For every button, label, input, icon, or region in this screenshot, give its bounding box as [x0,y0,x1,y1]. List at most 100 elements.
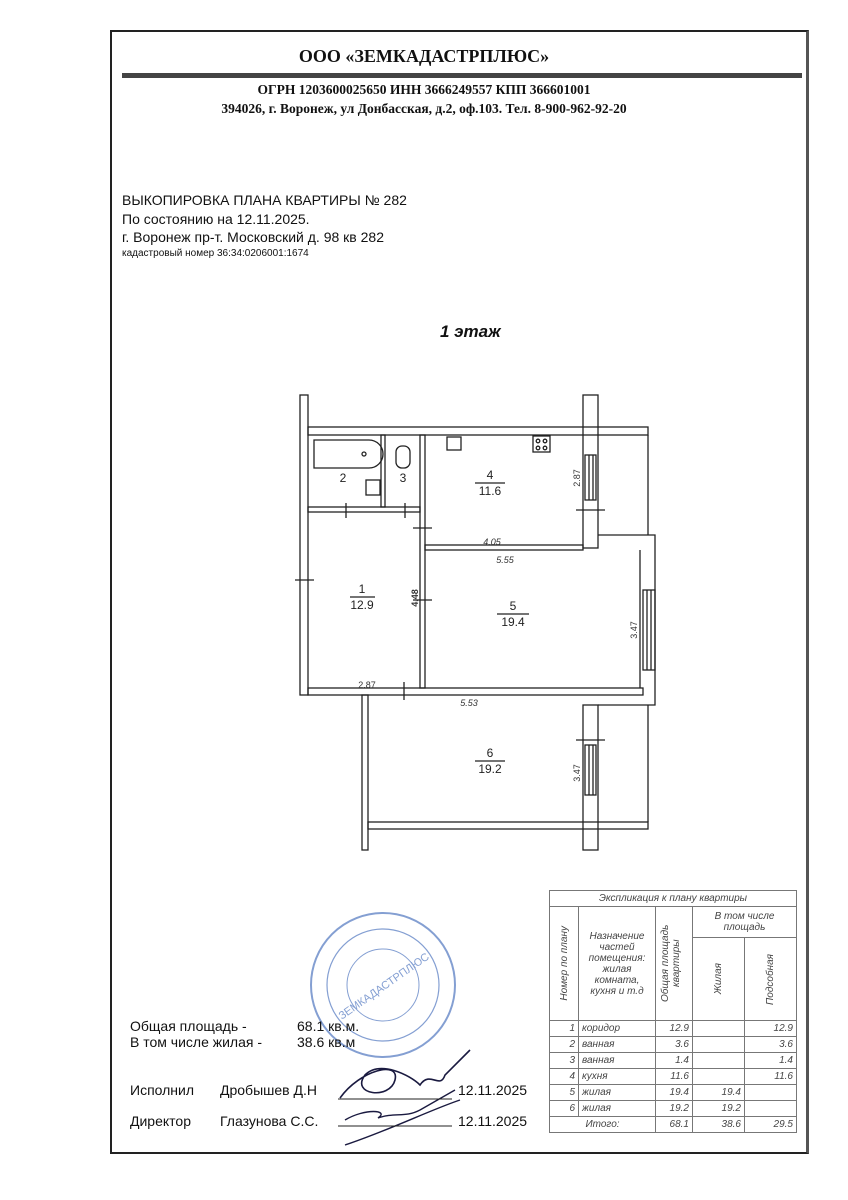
row-aux [743,1100,798,1117]
wall-bath-corridor [307,506,421,513]
dim-kitchen-length: 4.05 [483,537,502,547]
page-border [110,30,809,1154]
wall-wc-kitchen [419,434,426,689]
performer-signature [339,1049,471,1099]
kitchen-sink-icon [446,436,462,451]
col-header-living: Жилая [712,963,724,995]
apartment-location: г. Воронеж пр-т. Московский д. 98 кв 282 [122,229,384,245]
director-signature [344,1089,461,1146]
pier-bottom-right [582,704,599,851]
row-number: 5 [549,1084,579,1101]
performer-label: Исполнил [130,1082,195,1098]
row-living [692,1068,745,1085]
total-area-label: Общая площадь - [130,1018,247,1034]
row-number: 3 [549,1052,579,1069]
dim-room1-bottom: 2.87 [358,680,376,690]
total-area-value: 68.1 кв.м. [297,1018,360,1034]
row-living: 19.2 [692,1100,745,1117]
row-total: 19.4 [655,1084,693,1101]
row-name: ванная [578,1036,656,1053]
wall-bath-wc [380,434,386,508]
row-aux: 1.4 [743,1052,798,1069]
header-rule [122,73,802,78]
room-5-area: 19.4 [501,615,525,629]
row-aux: 12.9 [743,1020,798,1037]
as-of-date: По состоянию на 12.11.2025. [122,211,310,227]
wall-kitchen-room5 [424,544,584,551]
registration-numbers: ОГРН 1203600025650 ИНН 3666249557 КПП 36… [257,82,591,97]
row-number: 1 [549,1020,579,1037]
room-4-area: 11.6 [479,484,502,498]
row-number: 4 [549,1068,579,1085]
window-room5 [642,589,656,671]
wall-room6-bottom [367,821,649,830]
row-total: 1.4 [655,1052,693,1069]
living-area-value: 38.6 кв.м [297,1034,356,1050]
sink-icon [365,479,381,496]
row-living [692,1020,745,1037]
table-title: Экспликация к плану квартиры [549,890,797,907]
room-6-area: 19.2 [478,762,502,776]
row-aux: 11.6 [743,1068,798,1085]
wall-top [307,426,649,436]
company-address: 394026, г. Воронеж, ул Донбасская, д.2, … [221,101,627,116]
row-number: 2 [549,1036,579,1053]
dim-room6-top: 5.53 [460,698,478,708]
window-kitchen [584,454,597,501]
room-3-number: 3 [400,471,407,485]
svg-text:ЗЕМКАДАСТРПЛЮС: ЗЕМКАДАСТРПЛЮС [337,951,432,1023]
toilet-icon [395,445,411,469]
dim-kitchen-width: 2.87 [572,469,582,487]
wall-room6-left [361,694,369,851]
director-label: Директор [130,1113,191,1129]
wall-bottom [307,687,644,696]
col-header-number: Номер по плану [558,926,570,1001]
row-living [692,1052,745,1069]
floor-label: 1 этаж [440,322,501,341]
room-2-number: 2 [340,471,347,485]
row-name: кухня [578,1068,656,1085]
living-area-label: В том числе жилая - [130,1034,263,1050]
row-total: 19.2 [655,1100,693,1117]
row-living [692,1036,745,1053]
director-date: 12.11.2025 [458,1113,528,1129]
row-total: 11.6 [655,1068,693,1085]
row-aux [743,1084,798,1101]
performer-name: Дробышев Д.Н [220,1082,317,1098]
room-5-number: 5 [510,599,517,613]
room-1-number: 1 [359,582,366,596]
total-living: 38.6 [692,1116,745,1133]
row-living: 19.4 [692,1084,745,1101]
stove-icon [532,435,551,453]
pier-top-right [582,394,599,549]
document-title: ВЫКОПИРОВКА ПЛАНА КВАРТИРЫ № 282 [122,192,407,208]
row-aux: 3.6 [743,1036,798,1053]
col-header-including: В том числе площадь [692,906,797,938]
explication-table: Экспликация к плану квартиры Номер по пл… [549,890,798,1133]
director-name: Глазунова С.С. [220,1113,319,1129]
total-area: 68.1 [655,1116,693,1133]
row-name: жилая [578,1100,656,1117]
row-name: коридор [578,1020,656,1037]
room-6-number: 6 [487,746,494,760]
bathtub-icon [313,439,384,469]
col-header-total: Общая площадь квартиры [660,924,682,1003]
row-name: жилая [578,1084,656,1101]
dim-room5-side: 3.47 [629,621,639,639]
dim-room6-side: 3.47 [572,764,582,782]
room-4-number: 4 [487,468,494,482]
col-header-purpose: Назначение частей помещения: жилая комна… [578,906,656,1021]
total-label: Итого: [549,1116,656,1133]
wall-left [299,394,309,696]
total-aux: 29.5 [743,1116,798,1133]
row-total: 3.6 [655,1036,693,1053]
dim-room5-top: 5.55 [496,555,515,565]
